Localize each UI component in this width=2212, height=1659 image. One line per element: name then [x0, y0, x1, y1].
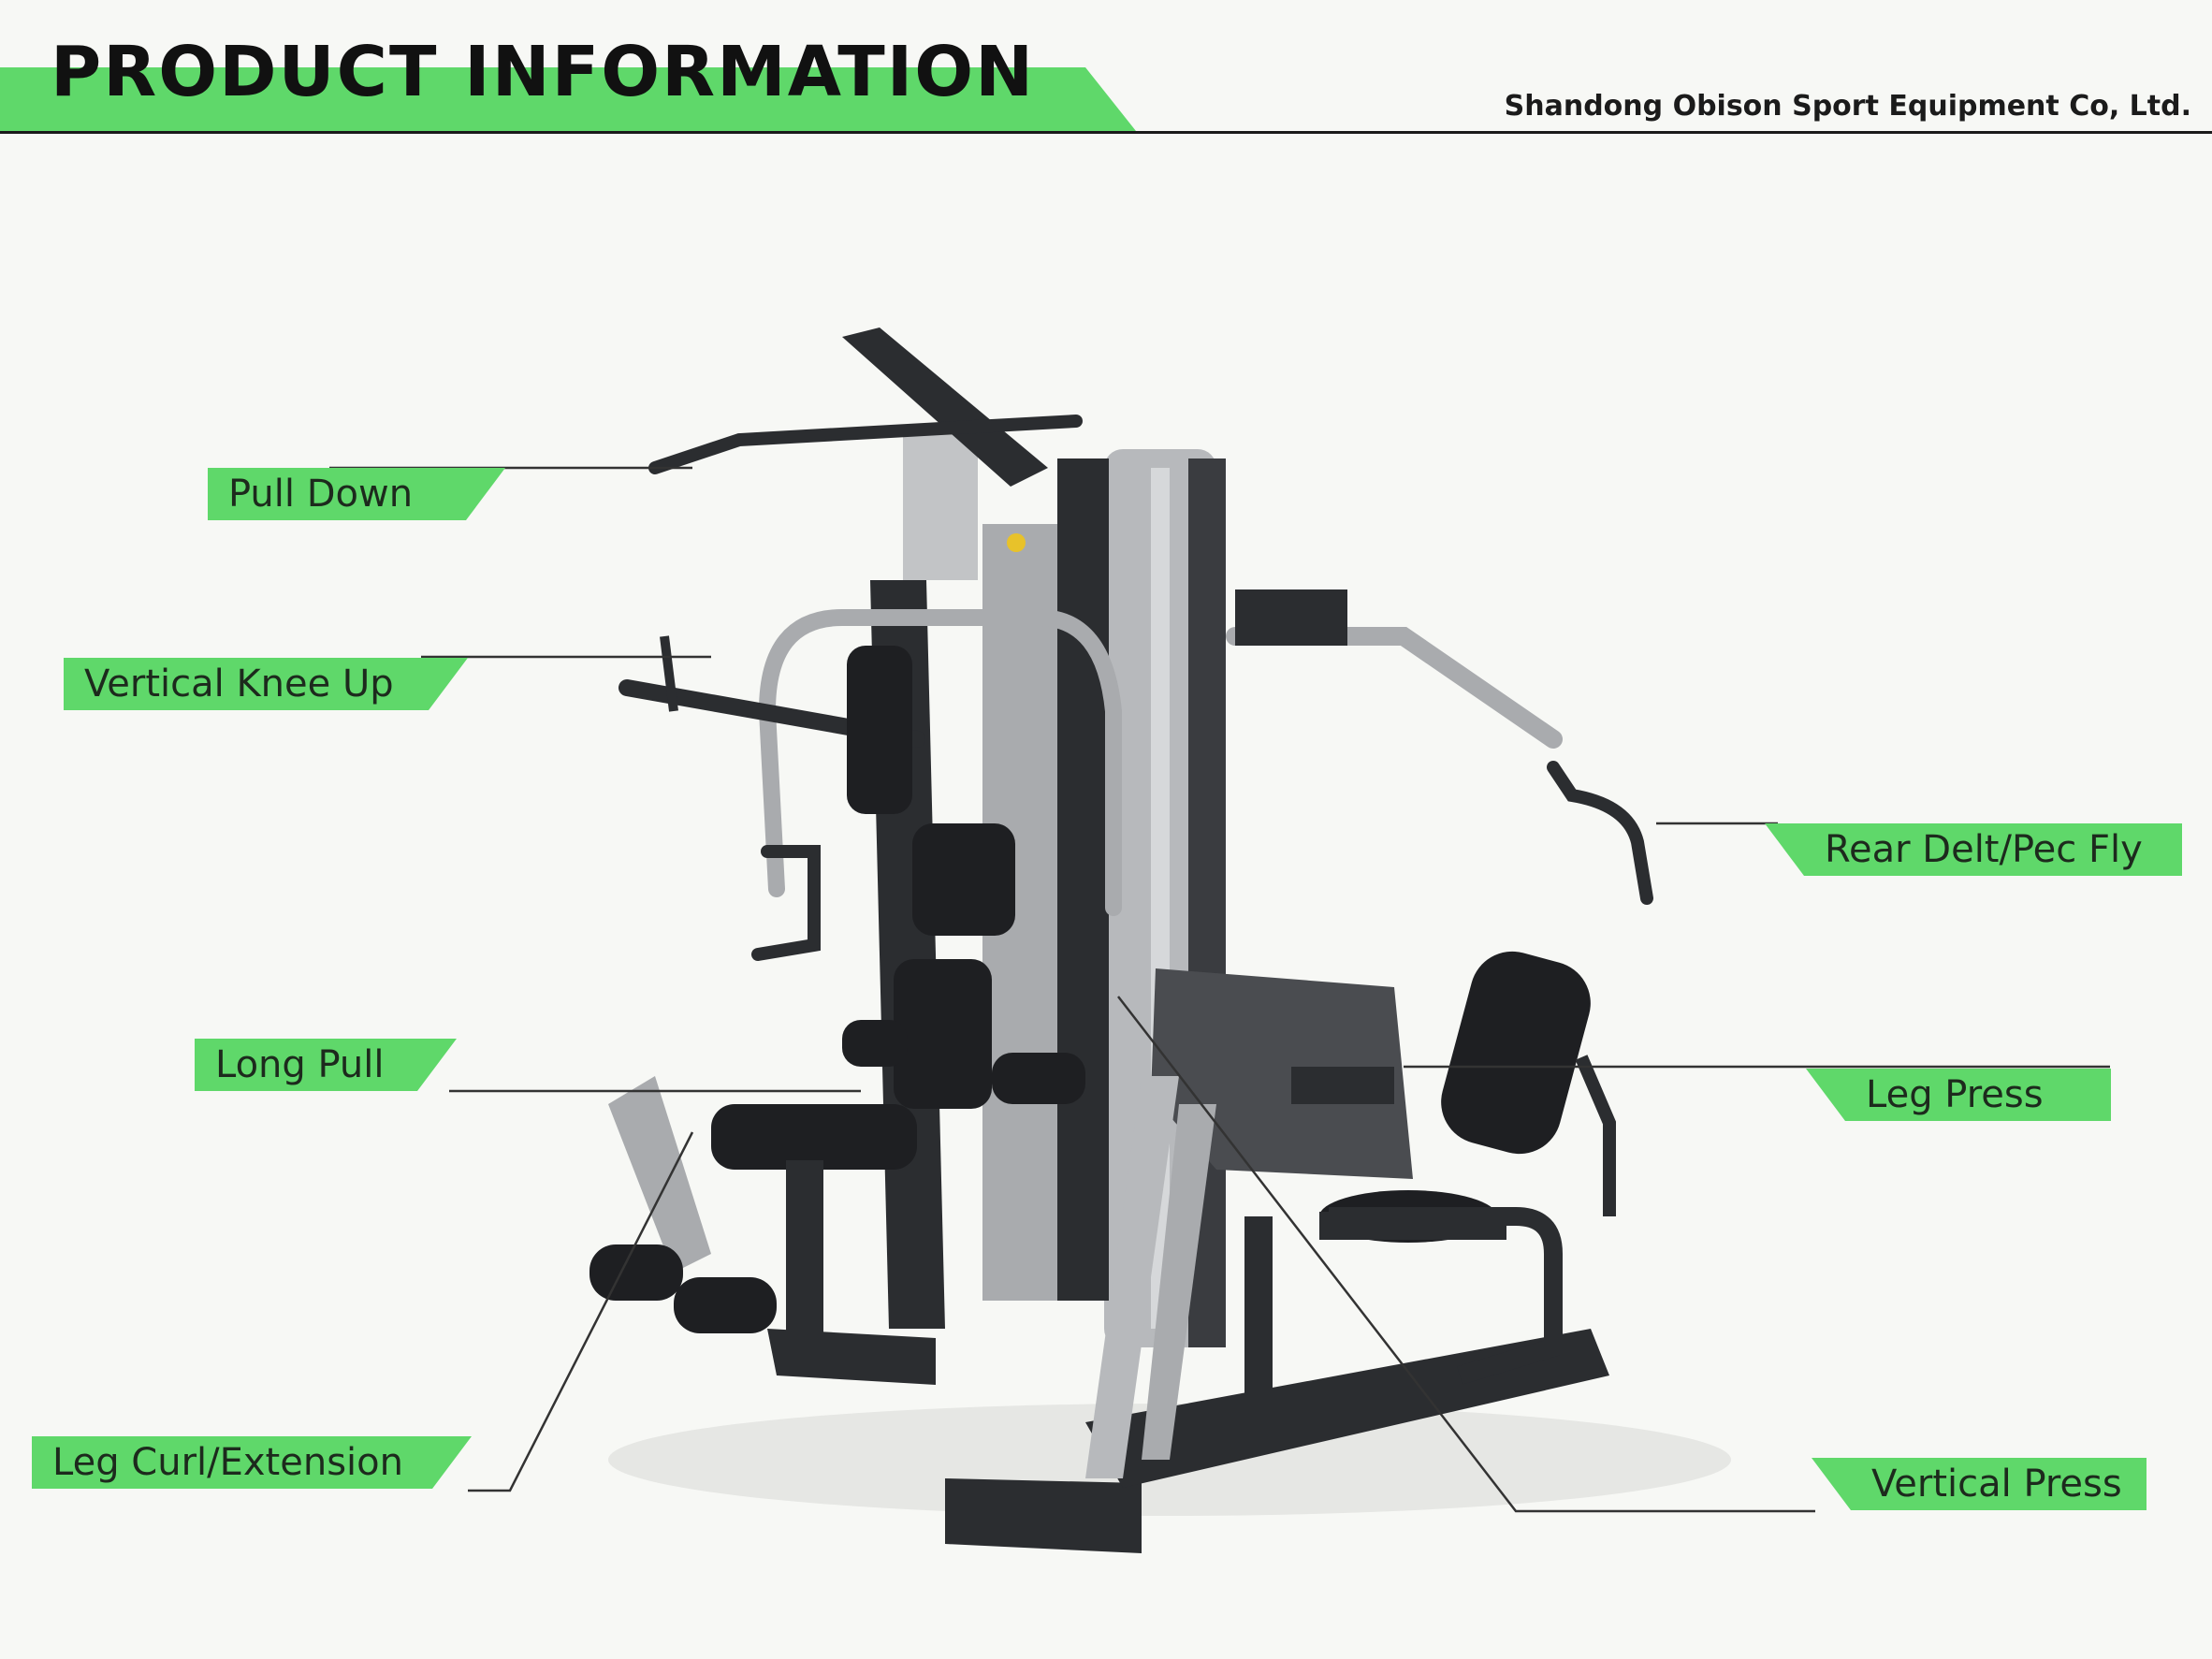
leg-curl-extension-leader — [468, 1131, 694, 1492]
label-leg-press: Leg Press — [1806, 1069, 2111, 1121]
company-name: Shandong Obison Sport Equipment Co, Ltd. — [1504, 90, 2191, 123]
header-green-band — [0, 67, 1136, 131]
header-rule — [0, 131, 2212, 134]
label-pull-down: Pull Down — [208, 468, 505, 520]
label-rear-delt-pec-fly: Rear Delt/Pec Fly — [1765, 823, 2182, 876]
label-long-pull: Long Pull — [195, 1039, 457, 1091]
page-title: PRODUCT INFORMATION — [51, 32, 1036, 112]
label-vertical-knee-up: Vertical Knee Up — [64, 658, 468, 710]
gym-machine-drawing — [589, 327, 1731, 1553]
label-vertical-press: Vertical Press — [1812, 1458, 2147, 1510]
label-leg-curl-extension: Leg Curl/Extension — [32, 1436, 472, 1489]
vertical-press-leader — [1117, 996, 1815, 1513]
